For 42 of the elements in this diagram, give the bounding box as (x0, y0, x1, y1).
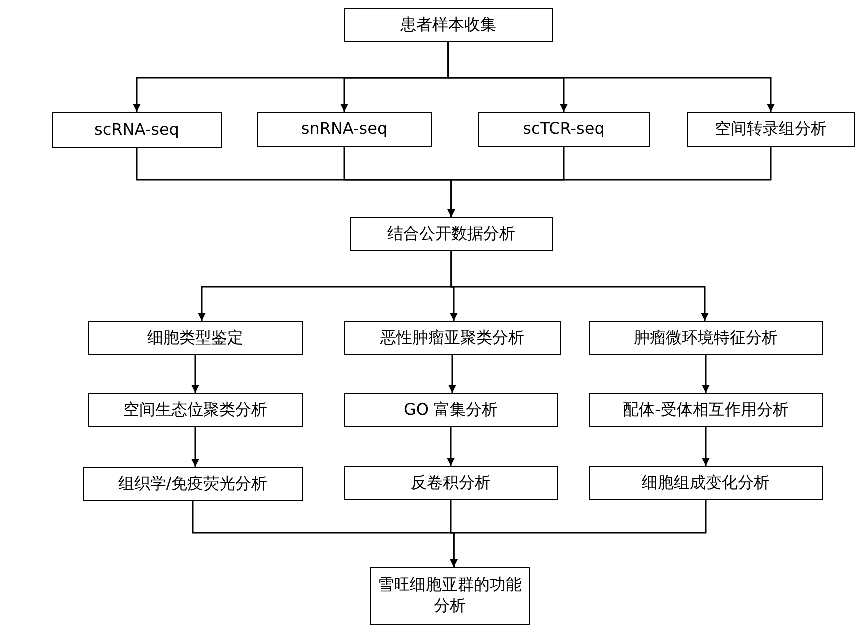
box-label: GO 富集分析 (404, 400, 498, 420)
process-box (344, 466, 558, 500)
box-label: 细胞组成变化分析 (642, 472, 770, 494)
process-box (344, 8, 553, 42)
process-box (88, 321, 303, 355)
box-label: 空间转录组分析 (715, 119, 827, 140)
process-box (344, 393, 558, 427)
arrow (448, 355, 456, 393)
box-label: scTCR-seq (523, 119, 605, 140)
box-label: 恶性肿瘤亚聚类分析 (380, 328, 524, 348)
arrow (448, 147, 772, 217)
box-label: 肿瘤微环境特征分析 (634, 328, 778, 348)
process-box (589, 466, 823, 500)
process-box (370, 567, 530, 625)
process-box (344, 321, 561, 355)
process-box (478, 112, 650, 147)
box-label: 空间生态位聚类分析 (124, 400, 268, 420)
process-box (687, 112, 855, 147)
process-box (589, 393, 823, 427)
arrow (702, 427, 710, 466)
arrow (450, 251, 709, 321)
process-box (257, 112, 432, 147)
arrow (448, 42, 775, 112)
process-box (589, 321, 823, 355)
process-box (88, 393, 303, 427)
box-label: 细胞类型鉴定 (148, 328, 244, 348)
box-label: 雪旺细胞亚群的功能分析 (377, 575, 523, 617)
box-label: 结合公开数据分析 (388, 224, 516, 244)
process-box (83, 467, 303, 501)
box-label: scRNA-seq (94, 120, 180, 140)
box-label: snRNA-seq (301, 119, 388, 140)
box-label: 组织学/免疫荧光分析 (118, 474, 268, 494)
arrow (450, 500, 707, 567)
box-label: 反卷积分析 (411, 472, 491, 494)
box-label: 配体-受体相互作用分析 (623, 400, 789, 420)
arrow (192, 355, 200, 393)
arrow (192, 427, 200, 467)
process-box (350, 217, 553, 251)
process-box (52, 112, 222, 148)
arrow (702, 355, 710, 393)
arrow (447, 427, 455, 466)
box-label: 患者样本收集 (400, 14, 496, 36)
